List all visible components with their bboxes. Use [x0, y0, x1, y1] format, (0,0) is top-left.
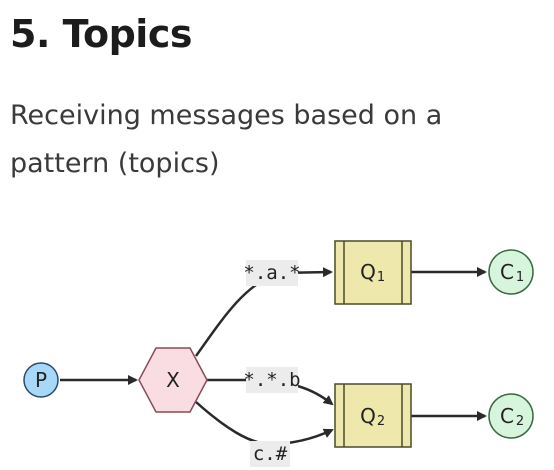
queue-1-node: Q 1	[334, 240, 412, 305]
consumer-1-node: C 1	[488, 249, 534, 295]
binding-label-1: *.a.*	[243, 260, 301, 286]
consumer-2-subscript: 2	[516, 414, 524, 429]
exchange-node: X	[138, 347, 208, 413]
producer-node: P	[23, 362, 59, 398]
consumer-1-label: C	[500, 260, 514, 284]
binding-label-2-text: *.*.b	[243, 369, 300, 391]
binding-label-2: *.*.b	[243, 367, 301, 393]
exchange-label: X	[166, 368, 180, 392]
edge-exchange-queue2-c	[195, 401, 334, 446]
binding-label-3: c.#	[250, 441, 290, 467]
queue-2-node: Q 2	[334, 383, 412, 448]
queue-1-subscript: 1	[377, 270, 385, 285]
producer-label: P	[35, 368, 47, 392]
queue-2-subscript: 2	[377, 414, 385, 429]
section-subtitle: Receiving messages based on a pattern (t…	[10, 100, 443, 179]
binding-label-3-text: c.#	[253, 443, 288, 465]
consumer-1-subscript: 1	[516, 270, 524, 285]
consumer-2-label: C	[500, 404, 514, 428]
binding-label-1-text: *.a.*	[243, 262, 300, 284]
consumer-2-node: C 2	[488, 393, 534, 439]
queue-2-label: Q	[360, 404, 376, 428]
queue-1-label: Q	[360, 260, 376, 284]
section-heading: 5. Topics	[10, 12, 192, 56]
